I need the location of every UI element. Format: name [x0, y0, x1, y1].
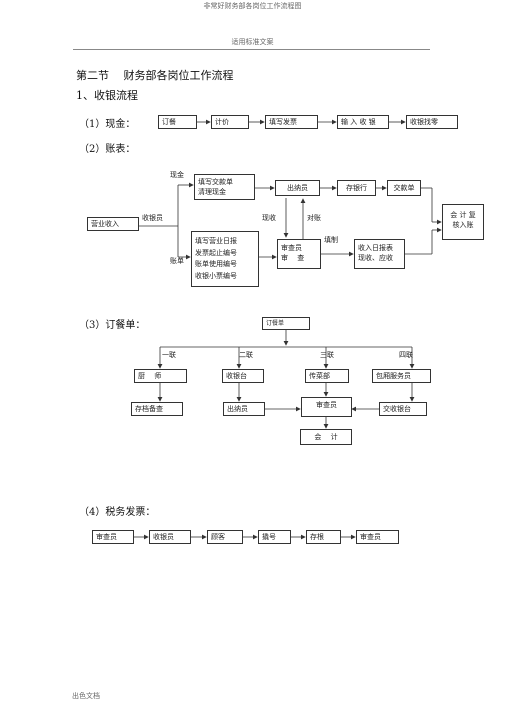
copy-4-label: 四联	[399, 351, 413, 359]
cash-label: （1）现金：	[79, 119, 136, 130]
tax-label: （4）税务发票：	[79, 507, 156, 518]
tax-step-pry: 撬号	[258, 530, 291, 544]
tax-step-stub: 存根	[306, 530, 341, 544]
accountant-box: 会 计	[300, 429, 352, 445]
tax-step-auditor-final: 审查员	[356, 530, 399, 544]
copy-2-label: 二联	[239, 351, 253, 359]
bill-label: 账单	[170, 257, 184, 265]
cashier-desk-receive-box: 交收银台	[379, 402, 427, 416]
deposit-slip-box: 交款单	[387, 180, 421, 196]
report-line-4: 收银小票编号	[195, 271, 237, 280]
daily-report-box: 填写营业日报 发票起止编号 账单使用编号 收银小票编号	[191, 231, 259, 287]
auditor-line2: 审 查	[281, 254, 305, 262]
private-room-box: 包厢服务员	[372, 369, 431, 383]
accounting-box: 会 计 复 核入账	[442, 204, 484, 240]
report-line-1: 填写营业日报	[195, 237, 237, 245]
copy-1-label: 一联	[162, 351, 176, 359]
deposit-line2: 清理现金	[198, 188, 226, 196]
tax-step-auditor: 审查员	[92, 530, 134, 544]
cash-step-invoice: 填写发票	[265, 115, 318, 129]
copy-3-label: 三联	[320, 351, 334, 359]
deposit-box: 填写交款单 清理现金	[194, 174, 255, 200]
cash-step-change: 收银找零	[406, 115, 458, 129]
cashier-label: 收银员	[142, 214, 163, 222]
reconcile-label: 对账	[307, 214, 321, 222]
income-report-line1: 收入日报表	[358, 244, 393, 252]
tax-step-customer: 顾客	[207, 530, 243, 544]
accounting-line1: 会 计 复	[450, 211, 476, 219]
cash-flow-label: 现金	[170, 171, 184, 179]
revenue-box: 营业收入	[87, 217, 139, 231]
order-top-box: 订餐单	[262, 317, 310, 330]
treasurer-box: 出纳员	[275, 180, 320, 196]
footer-text: 出色文档	[72, 692, 100, 700]
report-line-2: 发票起止编号	[195, 248, 237, 257]
header-divider	[73, 49, 430, 50]
cash-step-pricing: 计价	[211, 115, 249, 129]
tax-step-cashier: 收银员	[149, 530, 191, 544]
income-report-box: 收入日报表 现收、应收	[354, 239, 405, 269]
accounting-line2: 核入账	[452, 221, 474, 229]
report-line-3: 账单使用编号	[195, 260, 237, 268]
order-treasurer-box: 出纳员	[223, 402, 265, 416]
bank-box: 存银行	[337, 180, 376, 196]
ledger-label: （2）账表：	[79, 144, 136, 155]
runner-box: 传菜部	[305, 369, 349, 383]
order-auditor-box: 审查员	[301, 397, 352, 417]
auditor-line1: 审查员	[281, 244, 302, 252]
fill-label: 填制	[324, 236, 338, 244]
chef-box: 厨 师	[134, 369, 187, 383]
page-header-subtitle: 适用标准文案	[231, 38, 274, 46]
cash-step-input: 输 入 收 银	[337, 115, 389, 129]
deposit-line1: 填写交款单	[198, 178, 233, 186]
item1-title: 1、收银流程	[76, 89, 138, 102]
receive-label: 现收	[262, 214, 276, 222]
page-header-title: 非常好财务部各岗位工作流程图	[203, 2, 302, 10]
archive-box: 存档备查	[131, 402, 183, 416]
cash-step-order: 订餐	[158, 115, 197, 129]
section-title: 第二节 财务部各岗位工作流程	[76, 69, 234, 82]
cashier-desk-box: 收银台	[222, 369, 264, 383]
income-report-line2: 现收、应收	[358, 254, 393, 262]
auditor-box: 审查员 审 查	[277, 239, 321, 269]
order-label: （3）订餐单：	[79, 320, 146, 331]
